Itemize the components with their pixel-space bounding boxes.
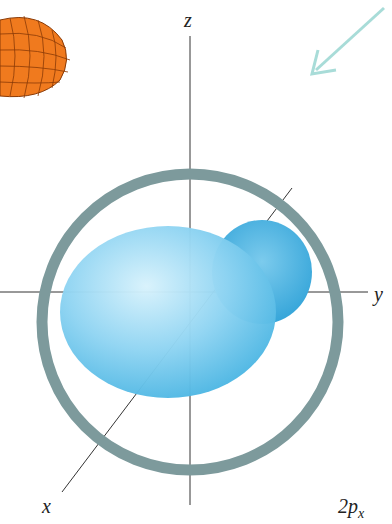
axis-label: y <box>374 284 383 304</box>
pointer-arrow <box>312 8 384 74</box>
orbital-name: 2p <box>338 496 358 516</box>
highlight-ring <box>42 174 338 470</box>
orbital-name: x <box>358 507 364 521</box>
axis-label: z <box>184 10 192 30</box>
mesh-surface <box>0 16 70 98</box>
orbital-lobe <box>60 226 276 398</box>
axis-label: x <box>42 496 51 516</box>
